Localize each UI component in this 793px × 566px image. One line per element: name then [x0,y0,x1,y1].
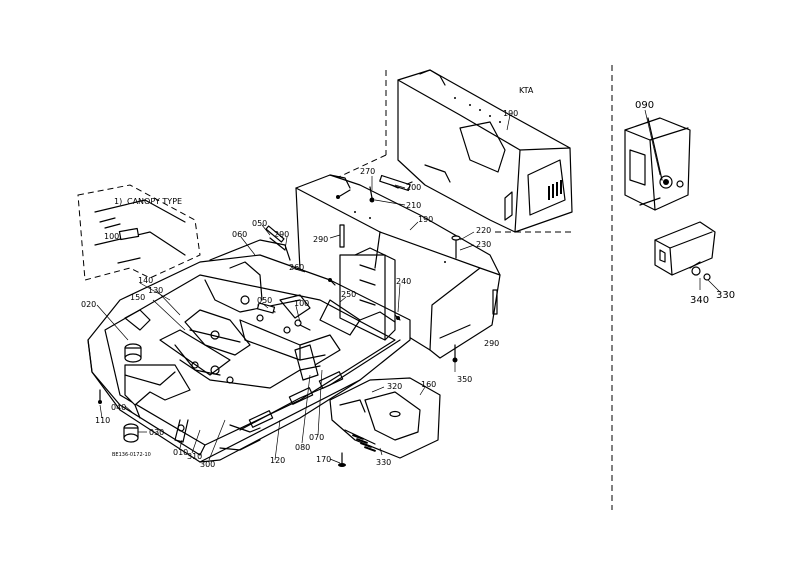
label-100-b: 100 [294,299,309,308]
label-290-b: 290 [274,230,289,239]
front-lever-assembly [123,309,251,443]
label-340: 340 [690,295,709,306]
label-250: 250 [341,290,356,299]
label-170: 170 [316,455,331,464]
label-330-a: 330 [376,458,391,467]
label-030: 030 [149,428,164,437]
label-040: 040 [111,403,126,412]
label-060: 060 [232,230,247,239]
label-010: 010 [173,448,188,457]
label-100-inset: 100 [104,232,119,241]
label-310: 310 [187,452,202,461]
canopy-inset: 1) CANOPY TYPE 100 [77,184,201,281]
label-190-b: 190 [418,215,433,224]
rear-panel-kta [397,69,573,233]
right-detail-bottom [654,221,716,281]
label-120: 120 [270,456,285,465]
kta-boundary [299,65,613,510]
label-050-b: 050 [257,296,272,305]
label-200: 200 [406,183,421,192]
label-230: 230 [476,240,491,249]
label-160: 160 [421,380,436,389]
label-110: 110 [95,416,110,425]
label-290-c: 290 [484,339,499,348]
label-050-a: 050 [252,219,267,228]
label-090: 090 [635,100,654,111]
leader-lines [96,109,721,464]
label-140: 140 [138,276,153,285]
label-130: 130 [148,286,163,295]
label-270: 270 [360,167,375,176]
label-330-b: 330 [716,290,735,301]
part-labels: KTA 190 270 200 210 190 220 230 290 050 … [81,86,735,469]
fasteners [98,174,461,467]
canopy-type-text: CANOPY TYPE [127,197,182,206]
canopy-mark-text: 1) [114,197,122,206]
label-210: 210 [406,201,421,210]
label-070: 070 [309,433,324,442]
label-020: 020 [81,300,96,309]
kta-label: KTA [519,86,534,95]
label-260: 260 [289,263,304,272]
label-240: 240 [396,277,411,286]
drawing-number: BE136-0172-10 [112,452,151,458]
label-150: 150 [130,293,145,302]
vent-slots [548,180,562,200]
floor-plate [329,377,441,459]
label-190-a: 190 [503,109,518,118]
label-300: 300 [200,460,215,469]
label-350: 350 [457,375,472,384]
floor-plate-tread [352,434,376,452]
label-290-a: 290 [313,235,328,244]
label-080: 080 [295,443,310,452]
label-320: 320 [387,382,402,391]
main-frame [87,239,411,463]
label-220: 220 [476,226,491,235]
